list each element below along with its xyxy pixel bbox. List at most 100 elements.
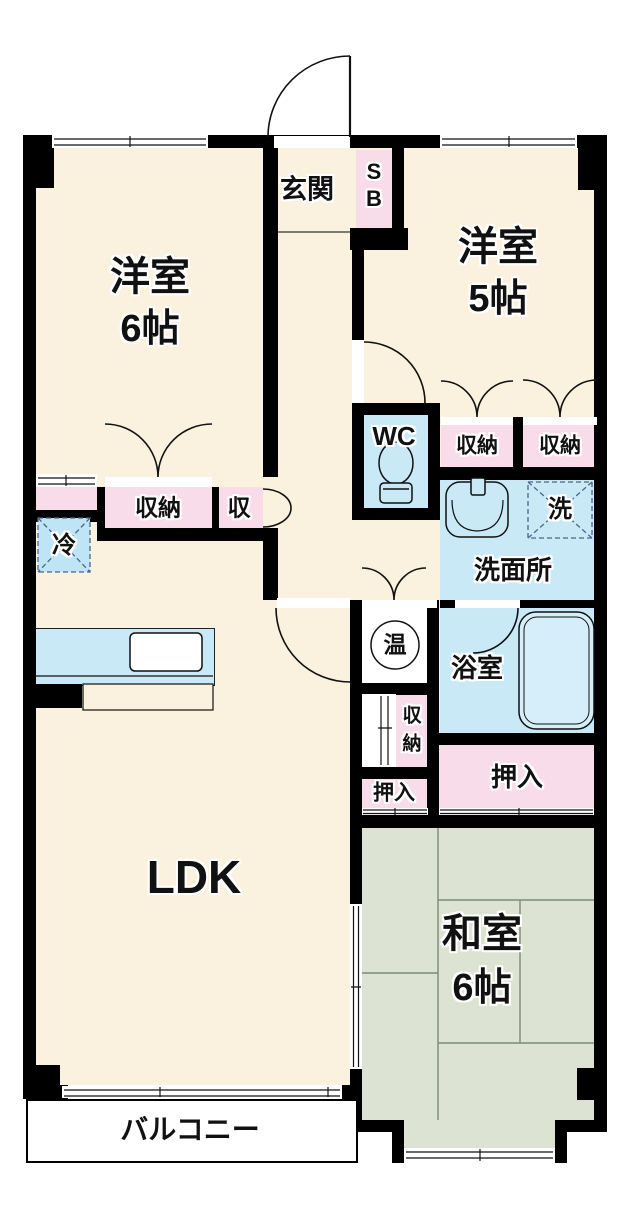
- kitchen-counter-low: [82, 683, 214, 711]
- balcony-label: バルコニー: [120, 1114, 260, 1145]
- wall-closet-mid-bottom: [350, 767, 428, 779]
- wall-below-shoebox: [350, 228, 408, 250]
- closet-left-door-arcs: [104, 423, 213, 478]
- oshiire-large-strip: [439, 808, 594, 815]
- closet-small-label: 収: [227, 494, 251, 521]
- pillar-japanese-right: [577, 1068, 594, 1100]
- refrigerator-label: 冷: [52, 532, 76, 559]
- wall-wc-bottom: [352, 508, 440, 520]
- western6-size: 6帖: [120, 308, 180, 350]
- heater-door-arcs: [361, 567, 427, 601]
- closet-right2-label: 収納: [539, 434, 581, 458]
- tatami-floor: [362, 828, 594, 1120]
- closet-right1-label: 収納: [456, 434, 498, 458]
- wall-japanese-bottom-r: [557, 1120, 607, 1132]
- closet-left-door-strip: [105, 477, 212, 487]
- western6-name: 洋室: [110, 255, 190, 299]
- wall-left: [23, 135, 36, 1099]
- closet-right2-strip: [523, 417, 597, 425]
- balcony-area: [26, 1099, 358, 1163]
- western5-name: 洋室: [458, 225, 538, 269]
- wall-western6-joint: [97, 487, 105, 540]
- ldk-door-arc: [275, 607, 351, 683]
- washing-machine-diagonals: [527, 481, 593, 539]
- closet-right1-box: [441, 425, 513, 467]
- closet-left-box: [105, 487, 212, 528]
- entrance-door-arc: [267, 55, 351, 138]
- closet-small-box: [219, 487, 263, 528]
- pillar-top-left: [23, 135, 54, 188]
- wall-wc-right: [428, 403, 440, 520]
- bathroom-label: 浴室: [450, 653, 504, 683]
- wall-shoebox-right: [392, 148, 404, 228]
- shoebox-s: S: [366, 159, 382, 184]
- western5-door-gap: [352, 340, 364, 403]
- entrance-threshold: [274, 136, 350, 148]
- wall-corridor-right: [352, 250, 364, 340]
- closet-mid-box: [396, 694, 428, 767]
- wall-wc-left: [352, 403, 364, 520]
- oshiire-large-label: 押入: [490, 762, 544, 792]
- ldk-label: LDK: [146, 851, 242, 903]
- washroom-label: 洗面所: [473, 555, 553, 585]
- bay-window-floor: [404, 1120, 555, 1150]
- entrance-label: 玄関: [280, 174, 334, 205]
- wall-corridor-left-upper: [263, 148, 278, 477]
- closet-mid-sliding: [362, 694, 396, 767]
- bay-pillar-left: [392, 1120, 404, 1163]
- glazing-ldk-japanese: [351, 906, 361, 1067]
- washing-machine-label: 洗: [548, 496, 572, 523]
- western5-size: 5帖: [468, 278, 528, 320]
- japanese6-size: 6帖: [452, 967, 512, 1009]
- closet-right1-strip: [441, 417, 513, 425]
- tatami-lines: [362, 828, 594, 1120]
- wall-western6-bottom-b: [97, 528, 278, 541]
- pillar-top-right: [578, 135, 607, 190]
- bathtub-icon: [518, 611, 595, 730]
- wall-mid-col-right: [427, 600, 439, 815]
- water-heater-label: 温: [383, 631, 407, 658]
- oshiire-small-label: 押入: [373, 781, 415, 805]
- ldk-door-threshold: [277, 598, 350, 608]
- wall-heater-bottom: [350, 683, 439, 695]
- wall-oshiire-bottom: [350, 815, 607, 828]
- wall-ldk-japanese-a: [350, 828, 362, 904]
- sliding-closet-mid: [378, 696, 392, 765]
- glazing-bay: [406, 1149, 553, 1161]
- wall-closet-left-divider: [212, 487, 219, 528]
- bath-door-arc: [472, 607, 519, 654]
- glazing-top-right: [442, 136, 575, 147]
- shoebox-box: [356, 150, 392, 228]
- glazing-top-left: [54, 136, 206, 147]
- closet-mid-line2: 納: [402, 733, 422, 755]
- wall-wc-top: [352, 403, 440, 415]
- closet-right1-arcs: [440, 380, 514, 418]
- window-counter-box: [36, 487, 97, 510]
- wall-japanese-bottom-l: [362, 1120, 392, 1132]
- wall-closets-right-bottom: [440, 467, 607, 480]
- japanese6-name: 和室: [442, 912, 522, 956]
- washing-machine-box: [527, 481, 593, 539]
- wc-label: WC: [372, 421, 416, 451]
- glazing-western6-left: [38, 475, 95, 486]
- pillar-kitchen: [35, 684, 82, 708]
- shoebox-b: B: [366, 186, 382, 211]
- oshiire-large-box: [439, 745, 594, 808]
- wall-corridor-left-lower: [263, 530, 278, 600]
- wall-right: [594, 135, 607, 1132]
- wall-ldk-bottom: [23, 1085, 68, 1099]
- oshiire-large-door-lines: [440, 808, 593, 815]
- oshiire-small-box: [362, 779, 428, 808]
- wall-bath-bottom: [439, 733, 607, 745]
- refrigerator-diagonals: [37, 517, 91, 573]
- water-heater-icon: [370, 620, 420, 670]
- glazing-ldk-bottom: [64, 1087, 340, 1097]
- closet-mid-line1: 収: [402, 705, 422, 727]
- oshiire-small-door-lines: [363, 808, 427, 815]
- bath-door-gap: [455, 600, 520, 608]
- heater-door-strip: [362, 600, 437, 608]
- closet-small-door-arcs: [262, 488, 292, 528]
- closet-left-label: 収納: [135, 494, 181, 521]
